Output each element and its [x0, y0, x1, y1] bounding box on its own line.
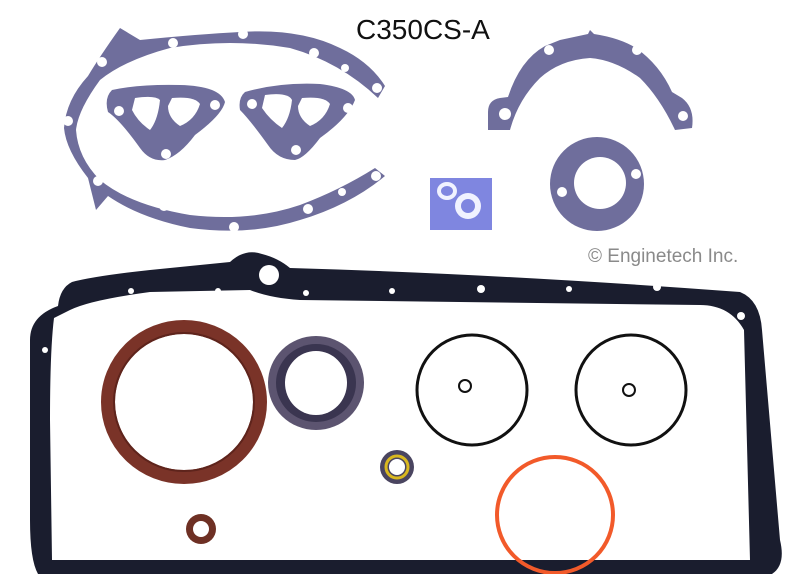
- timing-cover-seal: [268, 336, 364, 430]
- water-pump-gasket-right: [239, 83, 355, 160]
- small-seal-yellow: [380, 450, 414, 484]
- rear-main-half-gasket: [488, 30, 693, 130]
- round-flange-gasket: [550, 137, 644, 231]
- o-ring-large-2: [574, 333, 688, 447]
- part-number-label: C350CS-A: [356, 14, 490, 45]
- o-ring-large-1: [415, 333, 529, 447]
- nylon-washers: [430, 178, 492, 230]
- oil-pan-gasket: [30, 252, 782, 574]
- rear-main-seal: [101, 320, 267, 484]
- timing-cover-gasket: [63, 28, 385, 232]
- copyright-label: © Enginetech Inc.: [588, 246, 739, 267]
- small-brown-seal: [186, 514, 216, 544]
- orange-o-ring: [495, 455, 615, 574]
- water-pump-gasket-left: [106, 84, 225, 161]
